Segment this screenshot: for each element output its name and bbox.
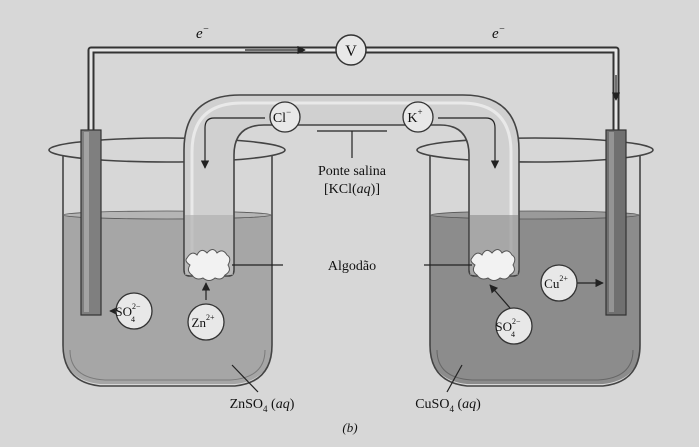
svg-text:Zn2+: Zn2+ — [192, 313, 215, 330]
svg-text:Cl−: Cl− — [273, 107, 291, 126]
svg-text:Cu2+: Cu2+ — [544, 274, 568, 291]
anion-flow-arrow — [200, 117, 265, 169]
salt-bridge-formula: [KCl(aq)] — [324, 182, 380, 197]
ion-potassium: K+ — [402, 101, 434, 133]
ion-sulfate-left: SO2− 4 — [109, 292, 153, 330]
voltmeter: V — [335, 34, 367, 66]
cation-flow-arrow — [438, 117, 500, 169]
copper-electrode — [605, 129, 627, 316]
svg-text:SO2−: SO2− — [495, 317, 521, 334]
cotton-plug-right — [470, 249, 516, 281]
svg-text:4: 4 — [131, 315, 135, 324]
svg-text:4: 4 — [511, 330, 515, 339]
voltmeter-label: V — [345, 43, 357, 60]
right-cell-label: CuSO4 (aq) — [415, 397, 481, 414]
ion-chloride: Cl− — [269, 101, 301, 133]
ion-sulfate-right: SO2− 4 — [489, 284, 533, 345]
zinc-electrode — [80, 129, 102, 316]
figure-label: (b) — [342, 420, 357, 435]
svg-text:K+: K+ — [407, 107, 422, 126]
cotton-plug-left — [185, 249, 231, 281]
svg-text:SO2−: SO2− — [115, 302, 141, 319]
external-circuit — [87, 45, 621, 135]
electron-label-left: e− — [196, 24, 209, 42]
cotton-label: Algodão — [328, 259, 376, 274]
salt-bridge-label: Ponte salina — [318, 164, 387, 179]
ion-copper: Cu2+ — [540, 264, 604, 302]
left-cell-label: ZnSO4 (aq) — [230, 397, 295, 414]
ion-zinc: Zn2+ — [187, 282, 225, 341]
electron-label-right: e− — [492, 24, 505, 42]
